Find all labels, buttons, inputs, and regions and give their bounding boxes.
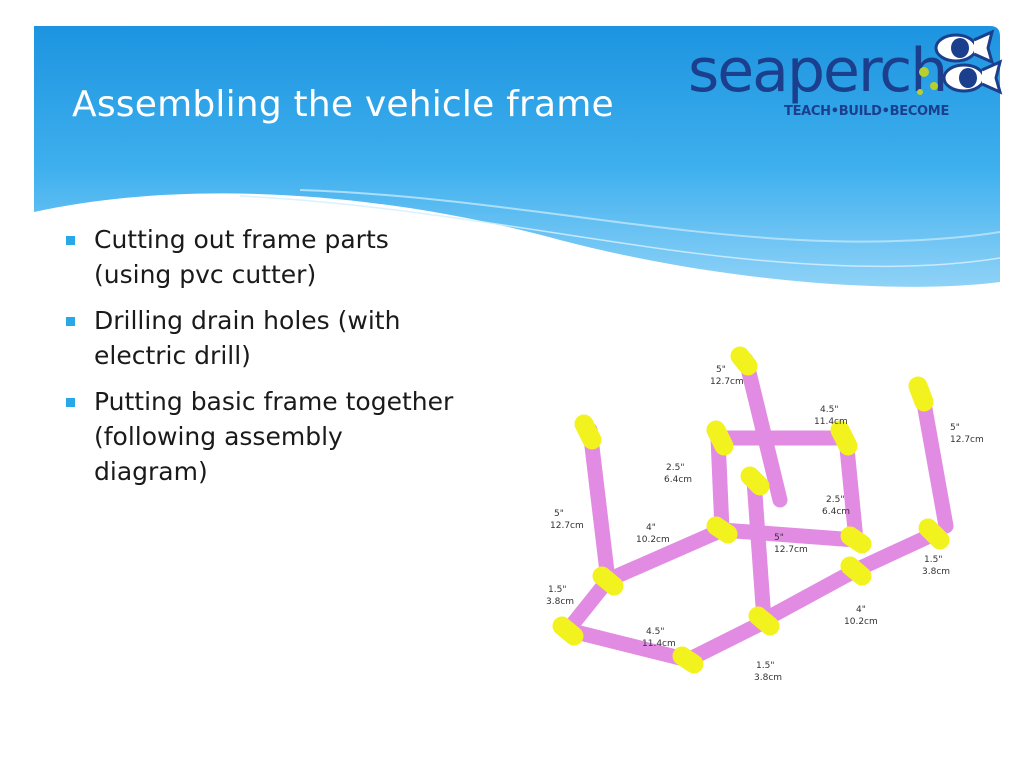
dim-label: 11.4cm [814,417,848,427]
dim-label: 12.7cm [710,377,744,387]
bullet-list: Cutting out frame parts (using pvc cutte… [64,222,464,500]
header-wave-background [34,26,1001,287]
dimension-labels: 5" 12.7cm 4.5" 11.4cm 5" 12.7cm 2.5" 6.4… [546,365,984,683]
dim-label: 5" [950,423,960,433]
dim-label: 1.5" [548,585,566,595]
bullet-text: Cutting out frame parts (using pvc cutte… [94,225,389,289]
bullet-item: Drilling drain holes (with electric dril… [64,303,464,373]
dim-label: 4" [856,605,866,615]
seaperch-logo: seaperch TEACH•BUILD•BECOME [684,28,1004,128]
bullet-text: Putting basic frame together (following … [94,387,454,486]
bullet-text: Drilling drain holes (with electric dril… [94,306,401,370]
square-bullet-icon [66,236,75,245]
dim-label: 1.5" [924,555,942,565]
pvc-fittings [552,346,950,674]
dim-label: 4.5" [646,627,664,637]
fish-eyes-icon [917,29,1003,95]
dim-label: 3.8cm [922,567,950,577]
dim-label: 3.8cm [754,673,782,683]
dim-label: 4" [646,523,656,533]
dim-label: 2.5" [826,495,844,505]
dim-label: 12.7cm [774,545,808,555]
square-bullet-icon [66,317,75,326]
dim-label: 3.8cm [546,597,574,607]
dim-label: 5" [554,509,564,519]
logo-wordmark: seaperch [688,36,948,106]
square-bullet-icon [66,398,75,407]
pvc-pipes [560,352,954,668]
dim-label: 6.4cm [664,475,692,485]
dim-label: 10.2cm [844,617,878,627]
dim-label: 10.2cm [636,535,670,545]
dim-label: 12.7cm [550,521,584,531]
dim-label: 1.5" [756,661,774,671]
bullet-item: Cutting out frame parts (using pvc cutte… [64,222,464,292]
dim-label: 4.5" [820,405,838,415]
bullet-item: Putting basic frame together (following … [64,384,464,489]
dim-label: 6.4cm [822,507,850,517]
logo-tagline: TEACH•BUILD•BECOME [784,104,950,119]
slide-title: Assembling the vehicle frame [72,84,614,125]
dim-label: 12.7cm [950,435,984,445]
frame-assembly-diagram: 5" 12.7cm 4.5" 11.4cm 5" 12.7cm 2.5" 6.4… [546,346,984,683]
dim-label: 5" [716,365,726,375]
dim-label: 11.4cm [642,639,676,649]
dim-label: 2.5" [666,463,684,473]
dim-label: 5" [774,533,784,543]
